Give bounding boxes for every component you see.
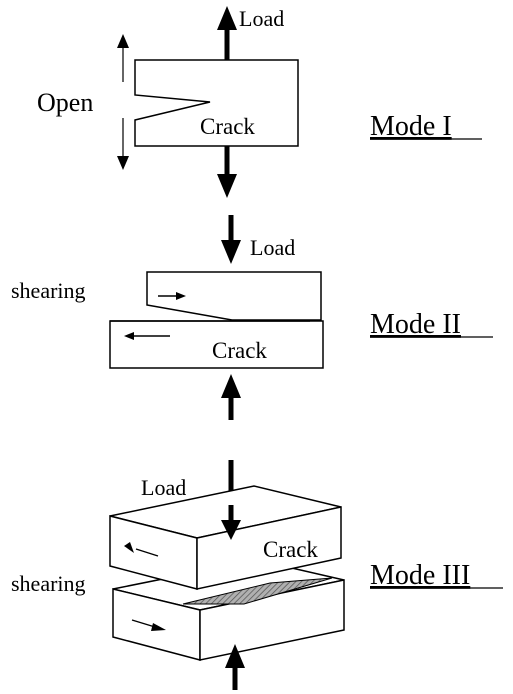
mode-3-crack-wedge — [182, 577, 333, 605]
mode-1-specimen — [134, 59, 299, 147]
mode-1-load-arrow-down — [217, 146, 237, 198]
mode-3-shear-arrow-lower — [131, 619, 166, 631]
mode-1-open-label: Open — [37, 88, 93, 117]
mode-3-shear-arrow-upper — [124, 542, 159, 557]
mode-3-title: Mode III — [370, 560, 470, 591]
mode-3-load-label: Load — [141, 475, 186, 500]
mode-2-group: Load Crack shearing Mode II — [11, 215, 493, 420]
mode-1-load-arrow-up — [217, 6, 237, 60]
mode-3-crack-label: Crack — [263, 537, 318, 562]
mode-1-load-label: Load — [239, 6, 284, 31]
mode-2-shear-arrow-right — [158, 292, 186, 300]
mode-2-load-label: Load — [250, 235, 295, 260]
mode-1-title: Mode I — [370, 111, 452, 142]
mode-1-open-arrow — [117, 34, 129, 170]
mode-2-shear-arrow-left — [124, 332, 170, 340]
mode-1-crack-label: Crack — [200, 114, 255, 139]
mode-2-title: Mode II — [370, 309, 461, 340]
mode-3-group: Load Crack shearing — [11, 460, 503, 690]
mode-2-shear-label: shearing — [11, 278, 86, 303]
mode-3-lower-block — [112, 559, 345, 661]
mode-1-group: Load Crack Open Mode I — [37, 6, 482, 198]
mode-2-crack-label: Crack — [212, 338, 267, 363]
mode-2-load-arrow-down — [221, 215, 241, 264]
mode-2-load-arrow-up — [221, 374, 241, 420]
mode-3-upper-block — [109, 485, 342, 590]
mode-3-shear-label: shearing — [11, 571, 86, 596]
mode-3-load-arrow-up — [225, 644, 245, 690]
mode-2-upper-block — [146, 271, 322, 321]
